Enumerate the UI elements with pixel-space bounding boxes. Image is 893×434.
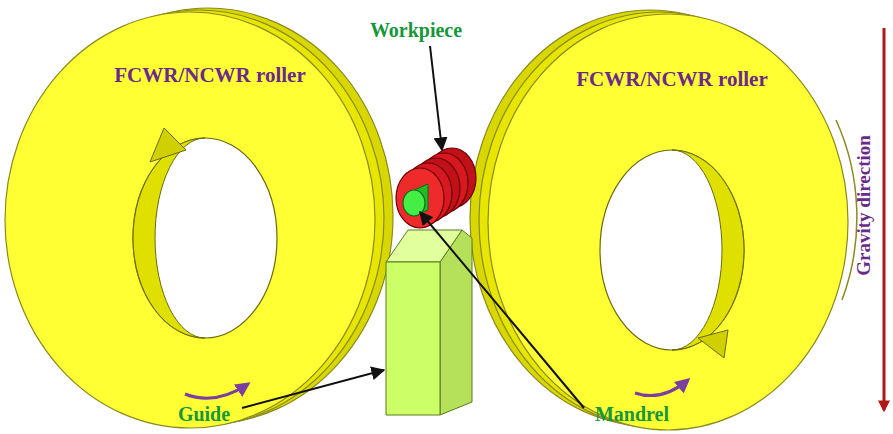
part-label: Workpiece	[370, 19, 462, 41]
left-roller	[5, 8, 393, 428]
right-roller	[470, 10, 857, 430]
guide-block	[386, 230, 462, 262]
roller-label: FCWR/NCWR roller	[114, 64, 306, 87]
guide-block	[386, 262, 440, 415]
leader-line	[430, 46, 442, 150]
right-roller	[600, 150, 744, 350]
left-roller	[133, 138, 277, 338]
left-roller	[150, 128, 186, 162]
gravity-arrow	[883, 28, 886, 410]
workpiece-tube	[396, 148, 476, 228]
part-label: Mandrel	[595, 403, 669, 425]
right-roller	[488, 14, 848, 430]
mandrel-rod	[403, 190, 425, 216]
mandrel-rod	[403, 184, 428, 216]
part-label: Guide	[178, 403, 230, 425]
leader-line	[420, 212, 584, 408]
left-roller	[185, 384, 248, 398]
axis-label: Gravity direction	[854, 135, 875, 276]
right-roller	[672, 150, 744, 350]
right-roller	[635, 380, 688, 396]
workpiece-tube	[396, 168, 444, 228]
leader-line	[242, 370, 384, 408]
guide-block	[440, 230, 472, 415]
right-roller	[698, 330, 728, 358]
left-roller	[133, 138, 205, 338]
roller-label: FCWR/NCWR roller	[576, 68, 768, 91]
left-roller	[5, 12, 375, 428]
